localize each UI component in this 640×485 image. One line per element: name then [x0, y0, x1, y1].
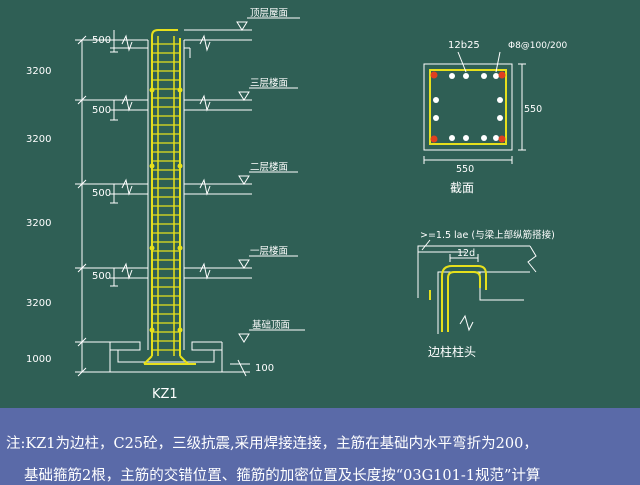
hook-bars: [429, 265, 487, 332]
note-line-1: 注:KZ1为边柱，C25砼，三级抗震,采用焊接连接，主筋在基础内水平弯折为200…: [6, 436, 538, 452]
storey-height-2: 3200: [26, 218, 51, 229]
splice-length-2: 500: [92, 188, 111, 199]
stirrup-outer: [429, 69, 507, 145]
column-head-detail: >=1.5 lae (与梁上部纵筋搭接) 12d 边柱柱头: [417, 229, 555, 359]
storey-height-4: 3200: [26, 66, 51, 77]
corner-bars: [430, 71, 506, 143]
level-roof: 顶层屋面: [250, 8, 288, 19]
cross-section: 12b25 Φ8@100/200 550 550 截面: [423, 40, 567, 195]
elevation-labels: 3200 3200 3200 3200 1000 500 500 500 500…: [26, 8, 290, 402]
level-3: 三层楼面: [250, 77, 288, 89]
splice-length-3: 500: [92, 105, 111, 116]
storey-height-3: 3200: [26, 134, 51, 145]
main-bars: [433, 73, 503, 141]
stirrup-set: [152, 43, 180, 351]
weld-points: [149, 87, 183, 333]
detail-caption: 边柱柱头: [428, 344, 476, 359]
section-width: 550: [456, 164, 474, 175]
section-caption: 截面: [450, 181, 474, 195]
section-stirrup-label: Φ8@100/200: [508, 41, 567, 51]
note-line-2: 基础箍筋2根，主筋的交错位置、箍筋的加密位置及长度按“03G101-1规范”计算: [24, 468, 541, 484]
base-bend-length: 100: [255, 363, 274, 374]
section-height: 550: [524, 104, 542, 115]
note-panel: 注:KZ1为边柱，C25砼，三级抗震,采用焊接连接，主筋在基础内水平弯折为200…: [0, 408, 640, 485]
detail-dimension: 12d: [457, 248, 475, 259]
detail-note: >=1.5 lae (与梁上部纵筋搭接): [420, 229, 555, 241]
base-height: 1000: [26, 354, 51, 365]
level-1: 一层楼面: [250, 245, 288, 257]
section-outline: [423, 63, 513, 151]
main-bar-left: [151, 29, 178, 356]
column-reinforcement-drawing: 3200 3200 3200 3200 1000 500 500 500 500…: [26, 8, 567, 402]
column-elevation: [75, 17, 305, 377]
column-label: KZ1: [152, 387, 178, 402]
level-foundation: 基础顶面: [252, 319, 290, 331]
rebar-cage: [143, 29, 196, 365]
storey-height-1: 3200: [26, 298, 51, 309]
section-main-bars-label: 12b25: [448, 40, 480, 51]
splice-length-1: 500: [92, 271, 111, 282]
level-2: 二层楼面: [250, 161, 288, 173]
splice-length-4: 500: [92, 35, 111, 46]
